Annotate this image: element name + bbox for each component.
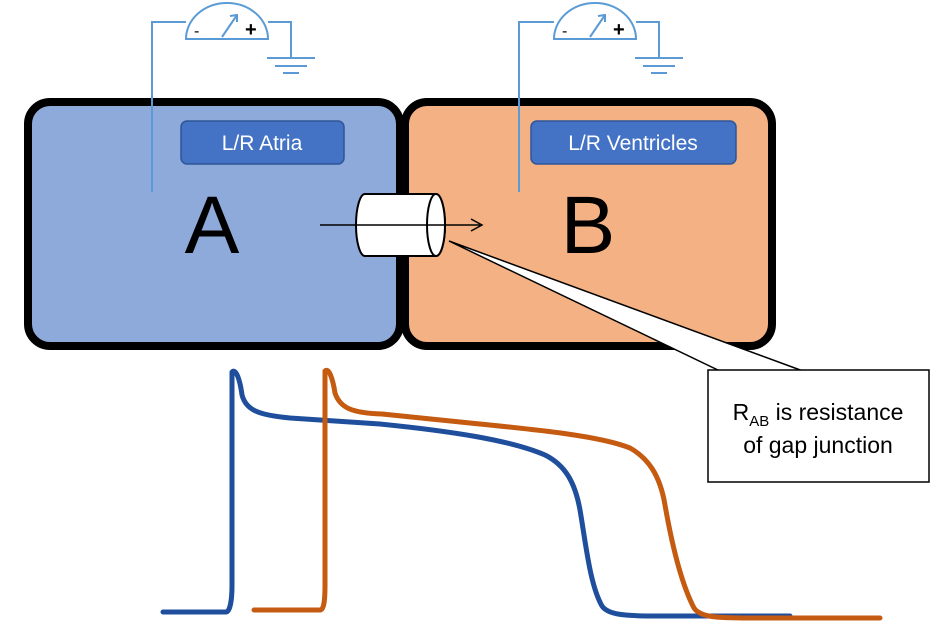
- cell-b-letter: B: [561, 180, 616, 271]
- cell-b-label: L/R Ventricles: [568, 132, 698, 155]
- voltmeter-a-needle-icon: [221, 13, 238, 38]
- trace-cell-b: [251, 367, 883, 621]
- current-arrow-icon: [320, 218, 484, 232]
- cell-a-label: L/R Atria: [222, 132, 303, 155]
- cell-b-label-box: [530, 120, 737, 165]
- voltmeter-a-dial: [184, 2, 270, 40]
- action-potential-traces: [160, 367, 883, 621]
- callout-line-2: of gap junction: [743, 432, 893, 458]
- voltmeter-a-lead-wire: [151, 21, 186, 192]
- cell-a-label-box: [180, 120, 345, 165]
- callout-box: [707, 369, 930, 483]
- callout-symbol: R: [733, 399, 750, 425]
- voltmeter-b-plus: +: [613, 19, 625, 41]
- voltmeter-a-plus: +: [245, 19, 257, 41]
- trace-cell-a: [160, 368, 793, 619]
- voltmeter-a-minus: -: [194, 23, 199, 40]
- cell-a: L/R Atria A: [24, 98, 404, 350]
- voltmeter-a: [151, 2, 315, 192]
- voltmeter-b-minus: -: [562, 23, 567, 40]
- voltmeter-b-lead-wire: [518, 21, 554, 192]
- cell-b: L/R Ventricles B: [401, 98, 776, 350]
- voltmeter-b-dial: [552, 2, 638, 40]
- voltmeter-b-needle-icon: [589, 13, 606, 38]
- voltmeter-a-ground-wire: [268, 21, 292, 58]
- cell-a-letter: A: [185, 180, 240, 271]
- voltmeter-b: [518, 2, 683, 192]
- callout-line-1: RAB is resistance: [733, 399, 904, 430]
- voltmeter-b-ground-wire: [636, 21, 660, 58]
- callout-text: is resistance: [769, 399, 903, 425]
- callout-subscript: AB: [749, 413, 769, 430]
